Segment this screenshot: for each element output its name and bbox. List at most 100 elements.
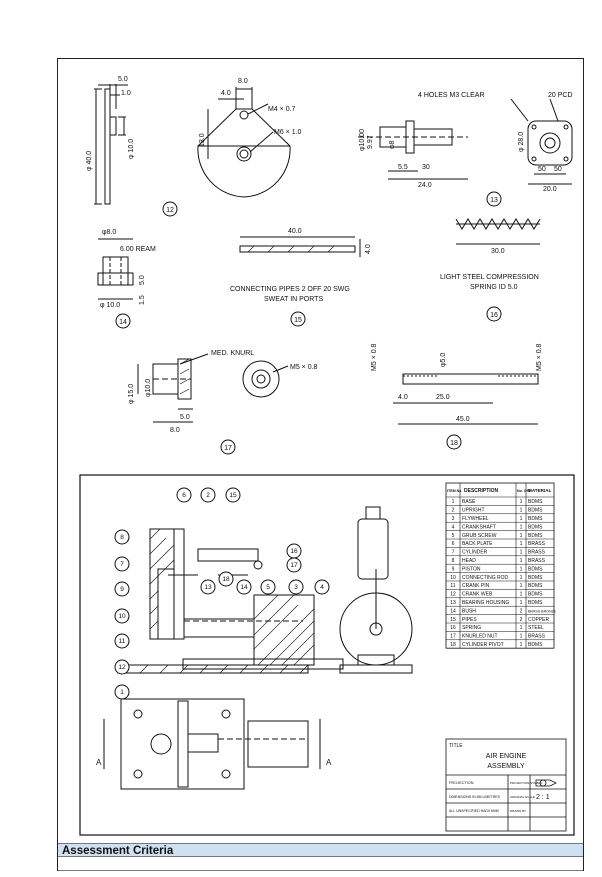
assembly-balloon: 15 — [229, 492, 237, 499]
bom-cell: BDMS — [528, 499, 543, 505]
dim-text: 20.0 — [543, 186, 557, 193]
bom-cell: STEEL — [528, 625, 544, 631]
bom-cell: BEARING HOUSING — [462, 600, 509, 606]
assembly-balloon: 14 — [240, 584, 248, 591]
bom-cell: 18 — [450, 642, 456, 648]
bom-cell: 12 — [450, 592, 456, 598]
radii-note: ALL UNSPECIFIED RADII 6MM — [449, 809, 499, 813]
bom-cell: BRASS — [528, 634, 546, 640]
bom-cell: 14 — [450, 608, 456, 614]
dim-text: M5 × 0.8 — [290, 364, 318, 371]
dim-text: 20 PCD — [548, 92, 573, 99]
assembly-balloon: 13 — [204, 584, 212, 591]
bom-cell: 1 — [520, 516, 523, 522]
assembly-balloon: 7 — [120, 561, 124, 568]
bom-cell: GRUB SCREW — [462, 533, 497, 539]
bom-cell: 13 — [450, 600, 456, 606]
assembly-balloon: 9 — [120, 586, 124, 593]
bom-cell: PISTON — [462, 566, 481, 572]
part-number-14: 14 — [119, 319, 127, 326]
dim-text: M6 × 1.0 — [274, 129, 302, 136]
bom-cell: BACK PLATE — [462, 541, 493, 547]
assembly-balloon: 5 — [266, 584, 270, 591]
bom-cell: 1 — [520, 583, 523, 589]
drawing-title: ASSEMBLY — [487, 763, 525, 770]
bom-cell: FLYWHEEL — [462, 516, 489, 522]
assembly-balloon: 12 — [118, 664, 126, 671]
dim-text: 30.0 — [491, 248, 505, 255]
part-number-17: 17 — [224, 445, 232, 452]
assembly-balloon: 2 — [206, 492, 210, 499]
part-number-15: 15 — [294, 317, 302, 324]
bom-cell: 4 — [452, 524, 455, 530]
dim-text: M5 × 0.8 — [371, 343, 378, 371]
bom-cell: CRANKSHAFT — [462, 524, 496, 530]
bom-cell: BDMS — [528, 516, 543, 522]
dim-text: 25.0 — [436, 394, 450, 401]
bom-cell: SPRING — [462, 625, 481, 631]
bom-cell: BDMS — [528, 575, 543, 581]
bom-cell: 7 — [452, 550, 455, 556]
spring-note: LIGHT STEEL COMPRESSION — [440, 274, 539, 281]
bom-cell: 3 — [452, 516, 455, 522]
dim-text: 8.0 — [238, 78, 248, 85]
bom-cell: BRASS BRONZE — [528, 609, 557, 613]
bom-cell: 1 — [520, 600, 523, 606]
bom-cell: BDMS — [528, 600, 543, 606]
title-label: TITLE — [449, 743, 463, 749]
bom-cell: PIPES — [462, 617, 477, 623]
part-number-16: 16 — [490, 312, 498, 319]
section-marker-left: A — [96, 758, 102, 767]
assembly-balloon: 11 — [119, 638, 126, 645]
bom-cell: BDMS — [528, 642, 543, 648]
assembly-balloon: 3 — [294, 584, 298, 591]
assessment-criteria-header: Assessment Criteria — [58, 843, 583, 857]
bom-cell: 11 — [450, 583, 455, 589]
bom-cell: 1 — [520, 592, 523, 598]
bom-cell: 2 — [520, 617, 523, 623]
dim-text: φ 40.0 — [86, 151, 93, 171]
assembly-balloon: 4 — [320, 584, 324, 591]
dim-text: 4 HOLES M3 CLEAR — [418, 92, 485, 99]
bom-cell: BDMS — [528, 524, 543, 530]
bom-cell: BRASS — [528, 550, 546, 556]
bom-cell: BRASS — [528, 541, 546, 547]
dim-text: φ 15.0 — [128, 384, 135, 404]
bom-cell: 17 — [450, 634, 456, 640]
bom-cell: CRANK WEB — [462, 592, 493, 598]
bom-cell: CYLINDER PIVOT — [462, 642, 504, 648]
assembly-balloon: 1 — [120, 689, 124, 696]
bom-cell: CYLINDER — [462, 550, 488, 556]
dim-text: 13.0 — [199, 133, 206, 147]
bom-cell: UPRIGHT — [462, 508, 485, 514]
spring-note: SPRING ID 5.0 — [470, 284, 518, 291]
dim-text: 4.0 — [221, 90, 231, 97]
bom-cell: 1 — [520, 524, 523, 530]
bom-cell: 1 — [520, 499, 523, 505]
dim-text: φ 10.0 — [100, 302, 120, 309]
dim-text: 50 — [554, 166, 562, 173]
dim-text: MED. KNURL — [211, 350, 254, 357]
bom-cell: 1 — [520, 550, 523, 556]
bom-cell: 5 — [452, 533, 455, 539]
dim-text: 1.0 — [121, 90, 131, 97]
worksheet-frame: 12 13 14 15 16 17 18 5.0 1.0 8.0 4.0 M4 … — [57, 58, 584, 871]
dim-text: M5 × 0.8 — [536, 343, 543, 371]
bom-cell: 1 — [520, 541, 523, 547]
bom-cell: 1 — [452, 499, 455, 505]
bom-header: No. OFF — [517, 489, 532, 493]
assessment-criteria-row — [58, 857, 583, 871]
bom-cell: 10 — [450, 575, 456, 581]
pipes-note: CONNECTING PIPES 2 OFF 20 SWG — [230, 286, 350, 293]
bom-header: ITEM No. — [447, 489, 462, 493]
dim-text: 5.0 — [118, 76, 128, 83]
bom-cell: KNURLED NUT — [462, 634, 498, 640]
dim-text: 5.5 — [398, 164, 408, 171]
dim-text: φ10.0 — [145, 379, 152, 397]
bom-cell: 6 — [452, 541, 455, 547]
drawing-title: AIR ENGINE — [486, 753, 527, 760]
bom-cell: 1 — [520, 634, 523, 640]
dim-text: 30 — [422, 164, 430, 171]
original-scale-label: ORIGINAL SCALE — [510, 795, 535, 799]
bom-cell: COPPER — [528, 617, 550, 623]
